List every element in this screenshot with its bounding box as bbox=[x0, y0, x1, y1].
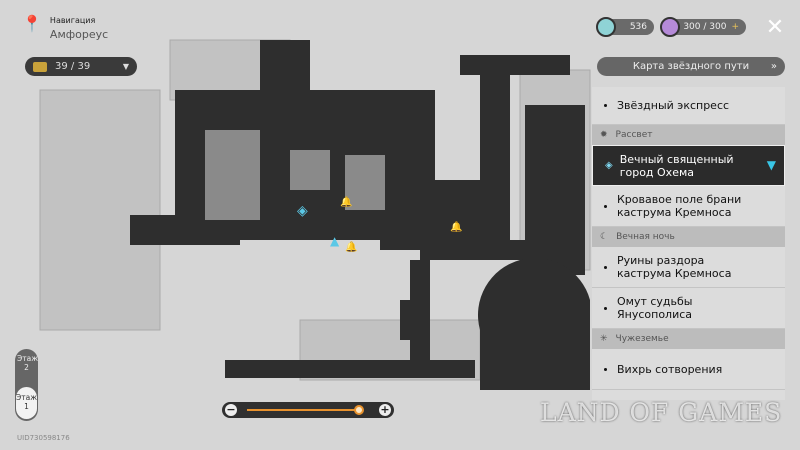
world-list: Звёздный экспресс ✹ Рассвет ◈ Вечный свяще… bbox=[592, 87, 785, 400]
header-label: Навигация bbox=[49, 16, 96, 25]
bell-icon[interactable]: 🔔 bbox=[450, 221, 462, 233]
navigation-header: 📍 Навигация Амфореус bbox=[22, 14, 108, 41]
anchor-icon: ◈ bbox=[605, 160, 613, 171]
section-header: ✳ Чужеземье bbox=[592, 329, 785, 349]
chevron-down-icon: ▼ bbox=[122, 62, 129, 71]
list-item[interactable]: Вихрь сотворения bbox=[592, 349, 785, 390]
zoom-track[interactable] bbox=[247, 409, 360, 411]
star-icon: ✳ bbox=[600, 334, 608, 344]
bullet-icon bbox=[604, 265, 607, 269]
item-label: Кровавое поле брани каструма Кремноса bbox=[617, 193, 742, 219]
trailblaze-power-icon bbox=[660, 17, 680, 37]
watermark: LAND OF GAMES bbox=[540, 398, 783, 427]
floor-1-button[interactable]: Этаж 1 bbox=[16, 387, 37, 419]
section-title: Чужеземье bbox=[615, 334, 669, 344]
section-title: Рассвет bbox=[615, 130, 653, 140]
bullet-icon bbox=[604, 104, 607, 107]
zoom-out-button[interactable]: − bbox=[225, 403, 237, 416]
chevron-right-icon: » bbox=[770, 61, 777, 72]
bullet-icon bbox=[604, 367, 607, 371]
resource-trailblaze-power[interactable]: 300 / 300 + bbox=[660, 17, 746, 37]
star-map-label: Карта звёздного пути bbox=[632, 61, 750, 72]
zoom-slider[interactable]: − + bbox=[222, 402, 394, 418]
moon-icon: ☾ bbox=[600, 232, 609, 242]
resource-value: 300 / 300 bbox=[683, 22, 727, 32]
star-map-button[interactable]: Карта звёздного пути » bbox=[597, 57, 785, 76]
uid-label: UID730598176 bbox=[17, 434, 70, 442]
floor-2-button[interactable]: Этаж 2 bbox=[17, 354, 38, 372]
zoom-handle[interactable] bbox=[354, 405, 365, 415]
teleport-anchor-icon[interactable]: ◈ bbox=[297, 203, 308, 219]
section-header: ✹ Рассвет bbox=[592, 125, 785, 145]
sun-icon: ✹ bbox=[600, 130, 608, 140]
item-label: Звёздный экспресс bbox=[617, 99, 730, 112]
item-label: Вечный священный город Охема bbox=[619, 152, 734, 179]
location-pin-icon: 📍 bbox=[22, 14, 42, 33]
resource-stellar-jade: 536 bbox=[596, 17, 654, 37]
resource-value: 536 bbox=[629, 22, 647, 32]
bell-icon[interactable]: 🔔 bbox=[340, 196, 352, 208]
location-name: Амфореус bbox=[49, 28, 109, 41]
stellar-jade-icon bbox=[596, 17, 616, 37]
player-marker-icon: ▲ bbox=[330, 234, 340, 248]
section-header: ☾ Вечная ночь bbox=[592, 227, 785, 247]
chest-icon bbox=[33, 61, 47, 72]
chest-counter-dropdown[interactable]: 39 / 39 ▼ bbox=[25, 57, 137, 76]
bullet-icon bbox=[604, 306, 607, 310]
location-marker-icon: ▼ bbox=[766, 158, 776, 172]
list-item-selected[interactable]: ◈ Вечный священный город Охема ▼ bbox=[592, 145, 785, 186]
item-label: Руины раздора каструма Кремноса bbox=[617, 254, 732, 280]
section-title: Вечная ночь bbox=[616, 232, 675, 242]
list-item[interactable]: Кровавое поле брани каструма Кремноса bbox=[592, 186, 785, 227]
floor-selector: Этаж 2 Этаж 1 bbox=[15, 349, 38, 421]
list-item[interactable]: Руины раздора каструма Кремноса bbox=[592, 247, 785, 288]
chest-count: 39 / 39 bbox=[55, 61, 91, 72]
bell-icon[interactable]: 🔔 bbox=[345, 241, 357, 253]
close-button[interactable]: ✕ bbox=[765, 15, 785, 40]
list-item[interactable]: Омут судьбы Янусополиса bbox=[592, 288, 785, 329]
bullet-icon bbox=[604, 204, 607, 208]
item-label: Вихрь сотворения bbox=[617, 362, 723, 376]
add-icon[interactable]: + bbox=[731, 22, 739, 32]
zoom-in-button[interactable]: + bbox=[379, 403, 391, 416]
list-item[interactable]: Звёздный экспресс bbox=[592, 87, 785, 125]
item-label: Омут судьбы Янусополиса bbox=[617, 295, 693, 321]
